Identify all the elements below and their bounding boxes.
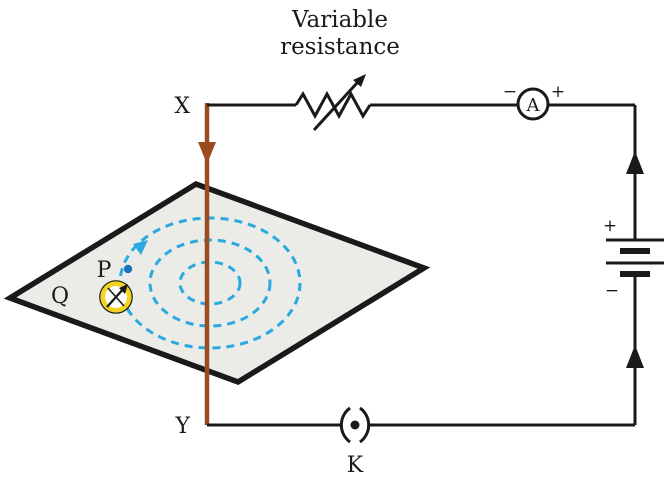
current-arrow-up-2 — [626, 345, 644, 368]
cardboard-plane — [3, 180, 431, 386]
ammeter: A − + — [503, 82, 565, 121]
plug-key-right-arc — [359, 406, 371, 444]
plug-key-left-arc — [339, 406, 351, 444]
ammeter-minus-terminal: − — [503, 82, 517, 102]
variable-resistor-arrowhead — [353, 74, 366, 87]
battery-plus-label: + — [603, 216, 617, 236]
circuit-top-branch — [207, 74, 635, 132]
plug-key — [339, 406, 371, 444]
variable-resistor-arrow-shaft — [312, 81, 359, 132]
ammeter-plus-terminal: + — [551, 82, 565, 102]
current-direction-arrowhead-down — [198, 142, 216, 164]
label-y: Y — [174, 414, 190, 439]
variable-resistance-title-line1: Variable — [291, 7, 388, 33]
compass-outline — [99, 280, 133, 314]
conductor-wire-xy — [198, 103, 216, 425]
circuit-bottom-branch — [207, 406, 635, 444]
ammeter-label: A — [526, 95, 541, 116]
plug-key-dot — [350, 420, 360, 430]
label-p: P — [97, 258, 112, 283]
point-p-marker — [123, 264, 133, 274]
ammeter-dial — [516, 87, 550, 121]
circuit-right-branch: + − — [603, 105, 664, 425]
compass-needle-arrowhead — [119, 284, 128, 294]
compass-needle-crossbar — [107, 287, 125, 307]
magnetic-field-line-middle — [148, 238, 272, 328]
label-k: K — [347, 453, 364, 478]
variable-resistance-title-line2: resistance — [280, 34, 400, 60]
battery: + − — [603, 216, 664, 301]
current-arrow-up-1 — [626, 151, 644, 174]
field-direction-arrowhead — [133, 240, 148, 255]
label-q: Q — [51, 284, 69, 309]
variable-resistor-zigzag — [294, 90, 372, 120]
battery-minus-label: − — [605, 281, 619, 301]
compass — [99, 280, 133, 314]
label-x: X — [174, 94, 190, 119]
magnetic-field-line-inner — [178, 260, 242, 306]
